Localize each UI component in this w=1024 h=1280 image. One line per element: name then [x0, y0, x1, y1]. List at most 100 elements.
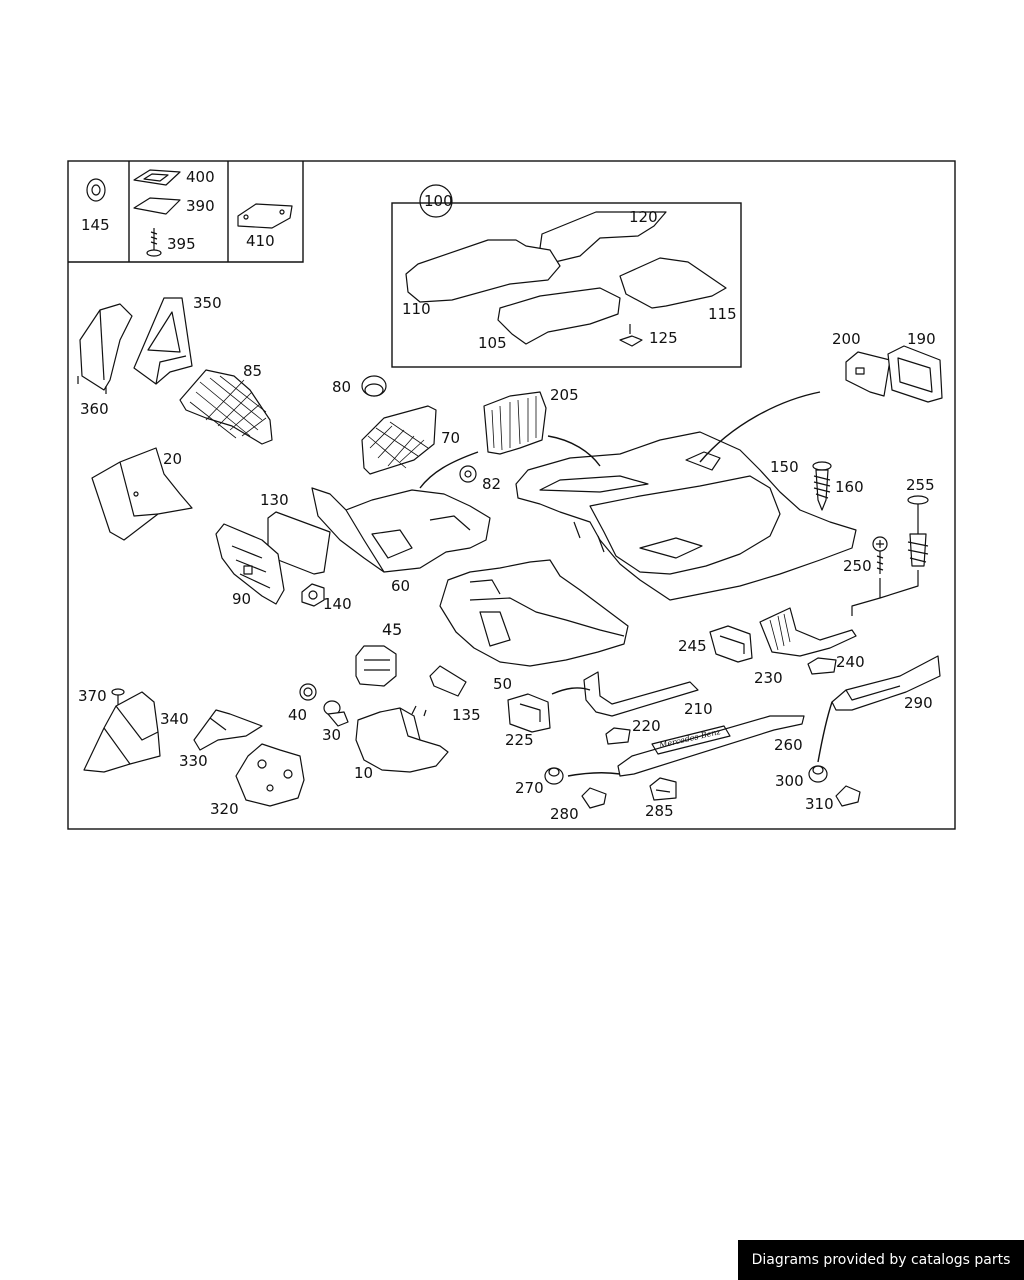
label-285: 285: [645, 802, 674, 820]
label-145: 145: [81, 216, 110, 234]
assembly-arrows: [419, 391, 833, 777]
part-240-clip: [807, 657, 837, 675]
label-82: 82: [482, 475, 501, 493]
label-190: 190: [907, 330, 936, 348]
part-220-clip: [605, 727, 631, 745]
part-160-screw: [812, 461, 832, 511]
label-350: 350: [193, 294, 222, 312]
label-100-circle: [419, 184, 453, 218]
part-30-fastener: [323, 700, 349, 727]
part-320-bracket: [235, 743, 305, 807]
label-300: 300: [775, 772, 804, 790]
label-260: 260: [774, 736, 803, 754]
part-190-frame: [887, 345, 943, 403]
part-45-clip: [355, 645, 397, 687]
label-30: 30: [322, 726, 341, 744]
label-360: 360: [80, 400, 109, 418]
part-350-bracket: [133, 297, 193, 385]
part-200-cover: [845, 351, 891, 397]
part-270-plug: [544, 767, 564, 785]
label-200: 200: [832, 330, 861, 348]
label-50: 50: [493, 675, 512, 693]
label-70: 70: [441, 429, 460, 447]
part-230-trim: [759, 607, 857, 657]
label-80: 80: [332, 378, 351, 396]
label-85: 85: [243, 362, 262, 380]
part-105-mat: [497, 287, 621, 345]
part-225-clip: [507, 693, 551, 733]
part-250-screw: [872, 536, 888, 574]
label-245: 245: [678, 637, 707, 655]
diagram-frame: [67, 160, 956, 830]
part-115-mat: [619, 257, 727, 309]
label-400: 400: [186, 168, 215, 186]
part-125-clip: [619, 324, 643, 347]
part-390-pad: [133, 197, 181, 215]
label-230: 230: [754, 669, 783, 687]
label-45: 45: [382, 620, 402, 639]
part-82-nut: [459, 465, 477, 483]
part-360-panel: [77, 303, 133, 394]
label-320: 320: [210, 800, 239, 818]
part-20-panel: [91, 447, 193, 541]
part-290-sill: [831, 655, 941, 711]
part-410-pad: [237, 203, 293, 229]
part-135-pad: [429, 665, 467, 697]
part-60-floor-pan: [311, 487, 491, 573]
part-140-nut: [301, 583, 325, 607]
label-270: 270: [515, 779, 544, 797]
label-100: 100: [424, 192, 453, 210]
label-210: 210: [684, 700, 713, 718]
label-205: 205: [550, 386, 579, 404]
label-10: 10: [354, 764, 373, 782]
label-280: 280: [550, 805, 579, 823]
label-410: 410: [246, 232, 275, 250]
label-310: 310: [805, 795, 834, 813]
label-90: 90: [232, 590, 251, 608]
label-40: 40: [288, 706, 307, 724]
label-105: 105: [478, 334, 507, 352]
label-240: 240: [836, 653, 865, 671]
label-120: 120: [629, 208, 658, 226]
part-310-clip: [835, 785, 861, 807]
label-390: 390: [186, 197, 215, 215]
label-125: 125: [649, 329, 678, 347]
part-280-clip: [581, 787, 607, 809]
part-370-clip: [111, 688, 125, 706]
label-330: 330: [179, 752, 208, 770]
part-255-pin: [907, 495, 929, 567]
inset-boxes: [68, 161, 304, 263]
part-245-clip: [709, 625, 753, 663]
label-60: 60: [391, 577, 410, 595]
label-160: 160: [835, 478, 864, 496]
part-285-clip: [649, 777, 677, 801]
part-front-floor: [439, 559, 629, 667]
label-140: 140: [323, 595, 352, 613]
floor-mat-set-box: [391, 202, 742, 368]
part-340-panel: [83, 691, 161, 773]
label-250: 250: [843, 557, 872, 575]
label-135: 135: [452, 706, 481, 724]
part-10-panel: [355, 705, 449, 773]
leader-250-255: [851, 570, 919, 616]
label-115: 115: [708, 305, 737, 323]
label-290: 290: [904, 694, 933, 712]
label-370: 370: [78, 687, 107, 705]
part-80-cap: [361, 375, 387, 397]
label-110: 110: [402, 300, 431, 318]
part-110-mat: [405, 239, 561, 303]
part-145-grommet: [86, 178, 106, 202]
part-labels: 145 400 390 395 410 100 120 110 115 105 …: [78, 168, 936, 823]
part-90-bracket: [215, 523, 285, 605]
label-340: 340: [160, 710, 189, 728]
part-300-plug: [808, 765, 828, 783]
label-150: 150: [770, 458, 799, 476]
part-40-bushing: [299, 683, 317, 701]
footer-credit: Diagrams provided by catalogs parts: [738, 1240, 1024, 1280]
label-220: 220: [632, 717, 661, 735]
part-150-main-floor: [515, 431, 857, 601]
part-205-insulation: [483, 391, 547, 455]
part-70-mesh-panel: [361, 405, 437, 475]
label-255: 255: [906, 476, 935, 494]
part-85-cover: [179, 369, 273, 445]
